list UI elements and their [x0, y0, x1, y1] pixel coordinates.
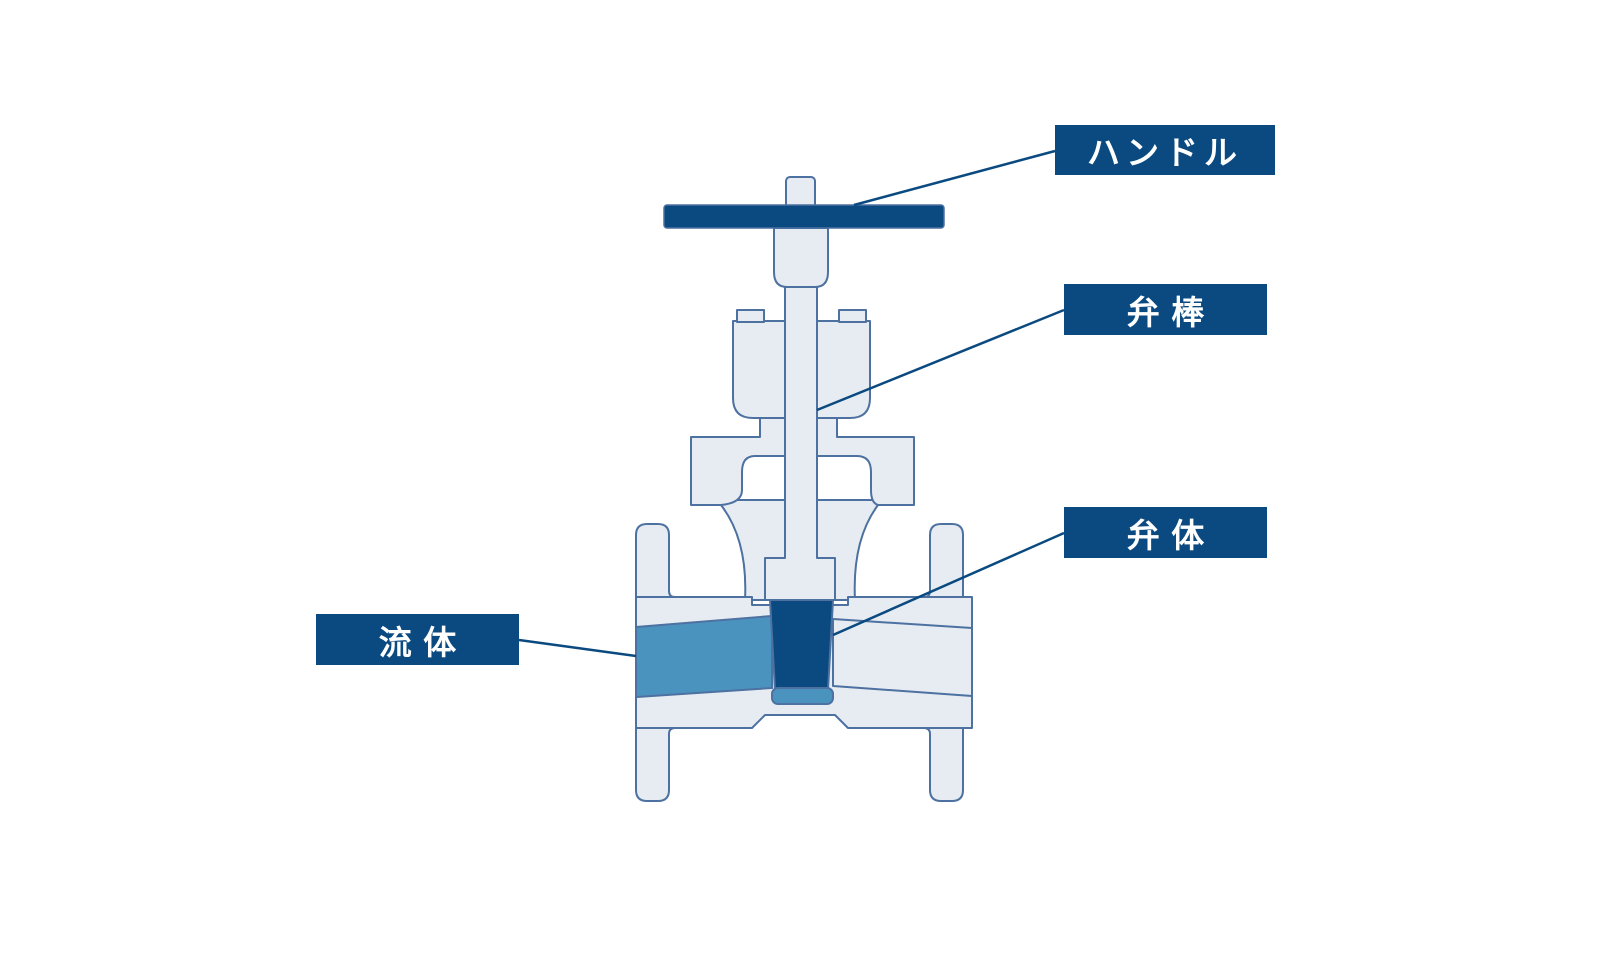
- gland-bolt-left: [736, 309, 765, 323]
- flow-passage-right: [832, 618, 973, 697]
- leader-disc: [832, 531, 1065, 637]
- label-stem: 弁 棒: [1064, 284, 1267, 335]
- leader-handle: [853, 149, 1056, 207]
- stem-top: [785, 176, 816, 210]
- valve-disc: [768, 599, 835, 691]
- bonnet-flange: [690, 417, 915, 506]
- label-disc: 弁 体: [1064, 507, 1267, 558]
- disc-seat: [771, 687, 834, 705]
- label-fluid: 流 体: [316, 614, 519, 665]
- gland-bolt-right: [838, 309, 867, 323]
- leader-fluid: [518, 638, 637, 658]
- handwheel: [663, 204, 945, 229]
- label-handle: ハンドル: [1055, 125, 1275, 175]
- leader-stem: [816, 308, 1065, 412]
- handle-hub: [773, 227, 829, 288]
- valve-stem: [764, 286, 836, 601]
- fluid-flow: [635, 614, 773, 699]
